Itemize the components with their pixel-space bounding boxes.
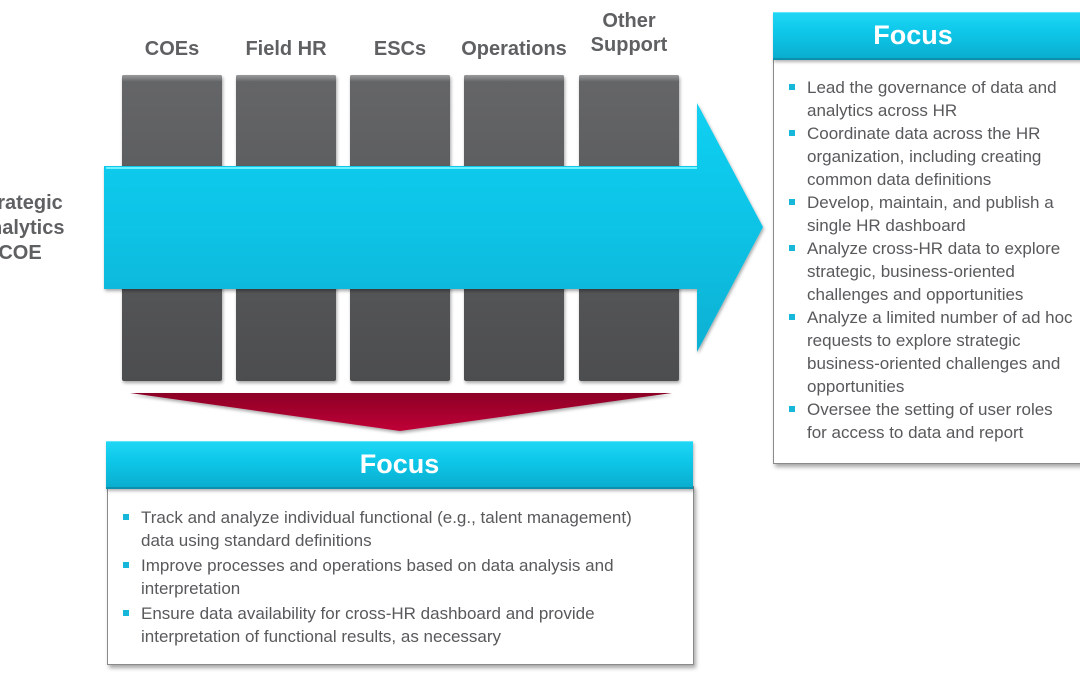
bottom-focus-title: Focus <box>359 449 440 479</box>
bottom-focus-panel: Track and analyze individual functional … <box>107 486 694 665</box>
bottom-focus-list: Track and analyze individual functional … <box>108 506 668 648</box>
label-line-2: Analytics <box>0 217 65 239</box>
bottom-focus-header: Focus <box>106 441 693 489</box>
label-line-3: COE <box>0 242 42 264</box>
label-line-1: Strategic <box>0 192 63 214</box>
column-label-escs: ESCs <box>373 38 427 60</box>
strategic-analytics-coe-label: Strategic Analytics COE <box>0 191 100 266</box>
right-focus-item: Lead the governance of data and analytic… <box>774 76 1074 122</box>
right-focus-list: Lead the governance of data and analytic… <box>774 76 1074 444</box>
column-label-operations: Operations <box>461 38 567 60</box>
column-label-other-support: Other Support <box>590 10 668 56</box>
right-focus-item: Oversee the setting of user roles for ac… <box>774 398 1074 444</box>
right-focus-panel: Lead the governance of data and analytic… <box>773 56 1080 464</box>
bottom-focus-item: Ensure data availability for cross-HR da… <box>108 602 668 648</box>
right-focus-header: Focus <box>773 12 1080 60</box>
right-focus-item: Analyze cross-HR data to explore strateg… <box>774 237 1074 306</box>
bottom-focus-item: Improve processes and operations based o… <box>108 554 668 600</box>
bottom-focus-item: Track and analyze individual functional … <box>108 506 668 552</box>
column-label-field-hr: Field HR <box>245 38 327 60</box>
column-label-coes: COEs <box>144 38 200 60</box>
right-focus-item: Analyze a limited number of ad hoc reque… <box>774 306 1074 398</box>
right-focus-item: Develop, maintain, and publish a single … <box>774 191 1074 237</box>
down-triangle-arrow <box>130 393 672 431</box>
strategic-analytics-arrow <box>104 103 763 352</box>
right-focus-title: Focus <box>873 20 953 50</box>
right-focus-item: Coordinate data across the HR organizati… <box>774 122 1074 191</box>
